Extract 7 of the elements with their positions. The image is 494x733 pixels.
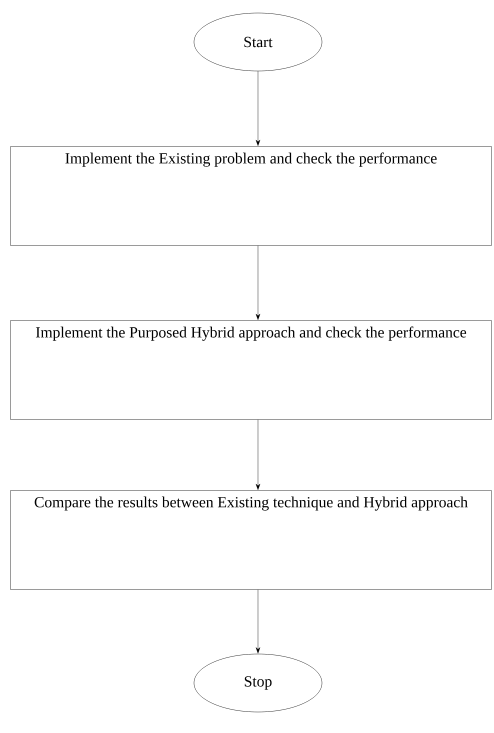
arrow: [256, 590, 260, 654]
process-box: Implement the Purposed Hybrid approach and check the performance: [10, 320, 492, 420]
arrow: [256, 420, 260, 490]
process-box: Compare the results between Existing technique and Hybrid approach: [10, 490, 492, 590]
arrow: [256, 246, 260, 320]
arrow: [256, 71, 260, 146]
process-box: Implement the Existing problem and check the performance: [10, 146, 492, 246]
